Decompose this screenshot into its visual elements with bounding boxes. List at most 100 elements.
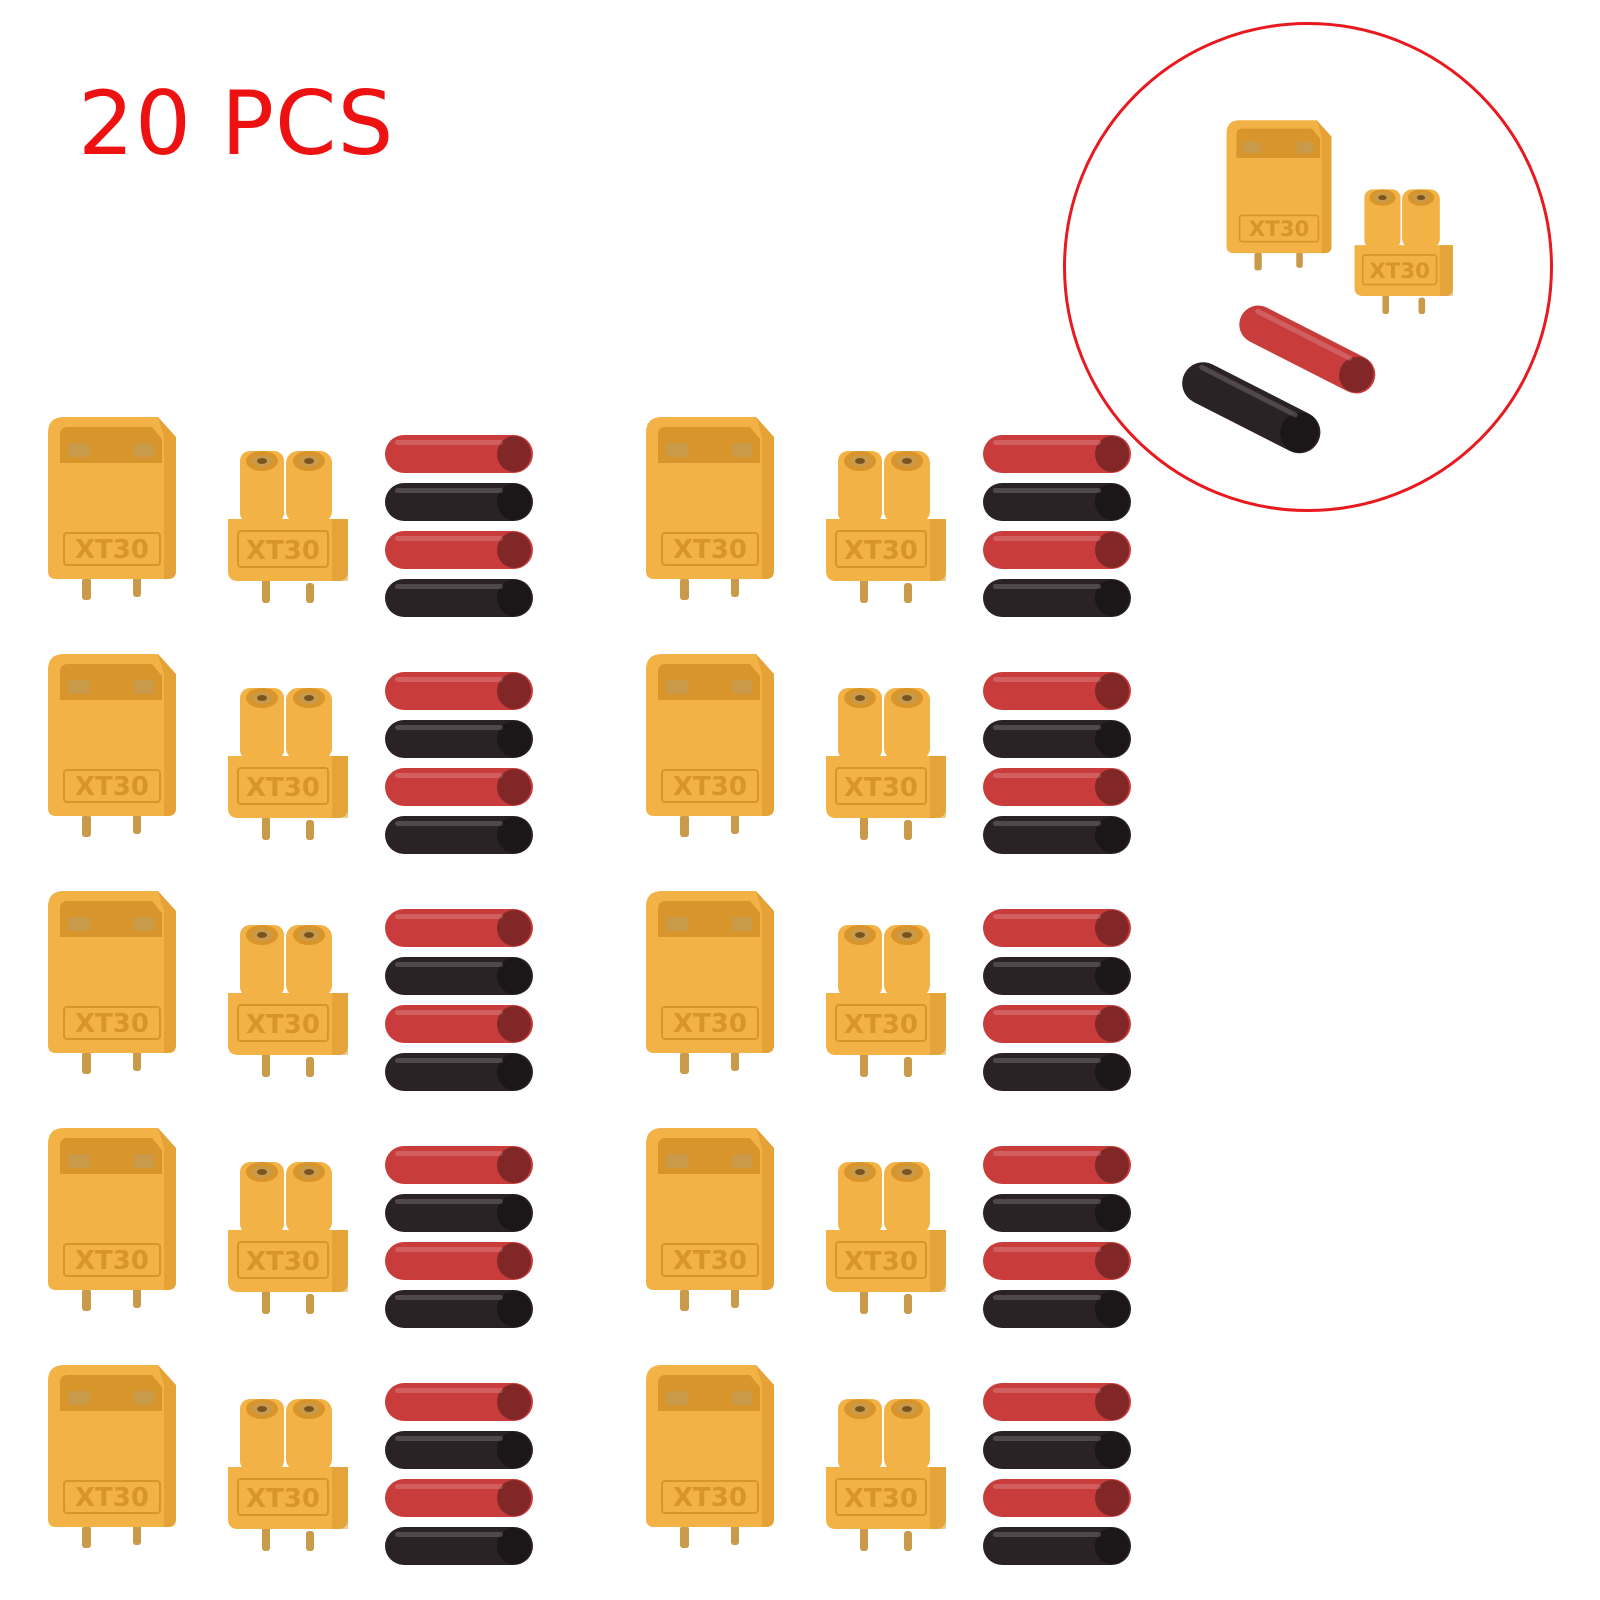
svg-text:XT30: XT30 <box>246 773 320 803</box>
heat-shrink-tube-black <box>385 1194 533 1232</box>
heat-shrink-tube-black <box>983 957 1131 995</box>
xt30-female-connector: XT30 <box>826 688 946 840</box>
svg-text:XT30: XT30 <box>75 1483 149 1513</box>
heat-shrink-tube-black <box>983 1527 1131 1565</box>
inset-xt30-male-connector: XT30 <box>1226 120 1332 271</box>
heat-shrink-tube-red <box>983 909 1131 947</box>
xt30-female-connector: XT30 <box>228 925 348 1077</box>
heat-shrink-tube-black <box>385 1527 533 1565</box>
heat-shrink-tube-red <box>385 1146 533 1184</box>
heat-shrink-tube-red <box>385 1005 533 1043</box>
svg-text:XT30: XT30 <box>75 1246 149 1276</box>
xt30-male-connector: XT30 <box>48 417 176 600</box>
svg-text:XT30: XT30 <box>673 1246 747 1276</box>
connector-kit-illustration: XT30 XT30 <box>48 417 533 617</box>
title-20-pcs: 20 PCS <box>78 72 395 175</box>
heat-shrink-tube-red <box>385 1242 533 1280</box>
heat-shrink-tube-black <box>983 1290 1131 1328</box>
svg-text:XT30: XT30 <box>844 1484 918 1514</box>
heat-shrink-tube-red <box>385 672 533 710</box>
heat-shrink-tube-red <box>983 531 1131 569</box>
xt30-female-connector: XT30 <box>826 925 946 1077</box>
svg-text:XT30: XT30 <box>844 773 918 803</box>
xt30-male-connector: XT30 <box>48 1128 176 1311</box>
inset-heat-shrink-tube-red <box>1239 305 1376 394</box>
connector-kit-illustration: XT30 XT30 <box>646 654 1131 854</box>
xt30-female-connector: XT30 <box>228 1399 348 1551</box>
heat-shrink-tube-black <box>983 816 1131 854</box>
connector-kit-illustration: XT30 XT30 <box>48 654 533 854</box>
xt30-female-connector: XT30 <box>228 1162 348 1314</box>
connector-kit: XT30 XT30 <box>40 405 600 635</box>
heat-shrink-tube-red <box>983 1479 1131 1517</box>
connector-kit: XT30 XT30 <box>638 1116 1198 1346</box>
heat-shrink-tube-black <box>385 720 533 758</box>
svg-text:XT30: XT30 <box>844 1247 918 1277</box>
heat-shrink-tube-red <box>983 1242 1131 1280</box>
connector-kit: XT30 XT30 <box>638 642 1198 872</box>
detail-inset-illustration: XT30 XT30 <box>1182 120 1453 454</box>
connector-kit-illustration: XT30 XT30 <box>646 1365 1131 1565</box>
heat-shrink-tube-black <box>983 1194 1131 1232</box>
connector-kit: XT30 XT30 <box>638 405 1198 635</box>
heat-shrink-tube-black <box>983 483 1131 521</box>
heat-shrink-tube-black <box>983 720 1131 758</box>
detail-inset-circle: XT30 XT30 <box>1063 22 1553 512</box>
inset-xt30-female-connector: XT30 <box>1354 189 1453 315</box>
connector-kit: XT30 XT30 <box>40 879 600 1109</box>
xt30-male-connector: XT30 <box>48 891 176 1074</box>
heat-shrink-tube-red <box>385 909 533 947</box>
heat-shrink-tube-black <box>385 957 533 995</box>
svg-text:XT30: XT30 <box>75 1009 149 1039</box>
connector-kit: XT30 XT30 <box>638 1353 1198 1583</box>
heat-shrink-tube-black <box>983 579 1131 617</box>
heat-shrink-tube-black <box>385 1290 533 1328</box>
svg-text:XT30: XT30 <box>673 772 747 802</box>
heat-shrink-tube-black <box>983 1431 1131 1469</box>
svg-text:XT30: XT30 <box>246 1247 320 1277</box>
connector-kit-illustration: XT30 XT30 <box>646 1128 1131 1328</box>
heat-shrink-tube-red <box>983 672 1131 710</box>
heat-shrink-tube-red <box>983 435 1131 473</box>
heat-shrink-tube-red <box>385 1383 533 1421</box>
heat-shrink-tube-red <box>983 1146 1131 1184</box>
heat-shrink-tube-black <box>385 1053 533 1091</box>
svg-text:XT30: XT30 <box>844 536 918 566</box>
heat-shrink-tube-black <box>983 1053 1131 1091</box>
xt30-female-connector: XT30 <box>826 1162 946 1314</box>
xt30-female-connector: XT30 <box>826 451 946 603</box>
svg-text:XT30: XT30 <box>75 772 149 802</box>
svg-text:XT30: XT30 <box>673 535 747 565</box>
heat-shrink-tube-red <box>385 435 533 473</box>
connector-kit-illustration: XT30 XT30 <box>48 1128 533 1328</box>
connector-kit: XT30 XT30 <box>40 1353 600 1583</box>
heat-shrink-tube-red <box>983 1383 1131 1421</box>
xt30-male-connector: XT30 <box>48 654 176 837</box>
svg-text:XT30: XT30 <box>246 1010 320 1040</box>
xt30-female-connector: XT30 <box>228 451 348 603</box>
svg-text:XT30: XT30 <box>1249 217 1310 242</box>
svg-text:XT30: XT30 <box>246 536 320 566</box>
xt30-female-connector: XT30 <box>826 1399 946 1551</box>
xt30-male-connector: XT30 <box>646 891 774 1074</box>
heat-shrink-tube-red <box>385 531 533 569</box>
xt30-male-connector: XT30 <box>646 1365 774 1548</box>
xt30-male-connector: XT30 <box>646 1128 774 1311</box>
svg-text:XT30: XT30 <box>75 535 149 565</box>
xt30-male-connector: XT30 <box>646 654 774 837</box>
svg-text:XT30: XT30 <box>246 1484 320 1514</box>
svg-text:XT30: XT30 <box>673 1483 747 1513</box>
connector-kit: XT30 XT30 <box>40 1116 600 1346</box>
svg-text:XT30: XT30 <box>844 1010 918 1040</box>
connector-kit-illustration: XT30 XT30 <box>48 891 533 1091</box>
heat-shrink-tube-black <box>385 1431 533 1469</box>
connector-kit-illustration: XT30 XT30 <box>646 417 1131 617</box>
heat-shrink-tube-black <box>385 579 533 617</box>
heat-shrink-tube-red <box>385 768 533 806</box>
heat-shrink-tube-red <box>983 1005 1131 1043</box>
xt30-male-connector: XT30 <box>48 1365 176 1548</box>
heat-shrink-tube-black <box>385 816 533 854</box>
heat-shrink-tube-black <box>385 483 533 521</box>
